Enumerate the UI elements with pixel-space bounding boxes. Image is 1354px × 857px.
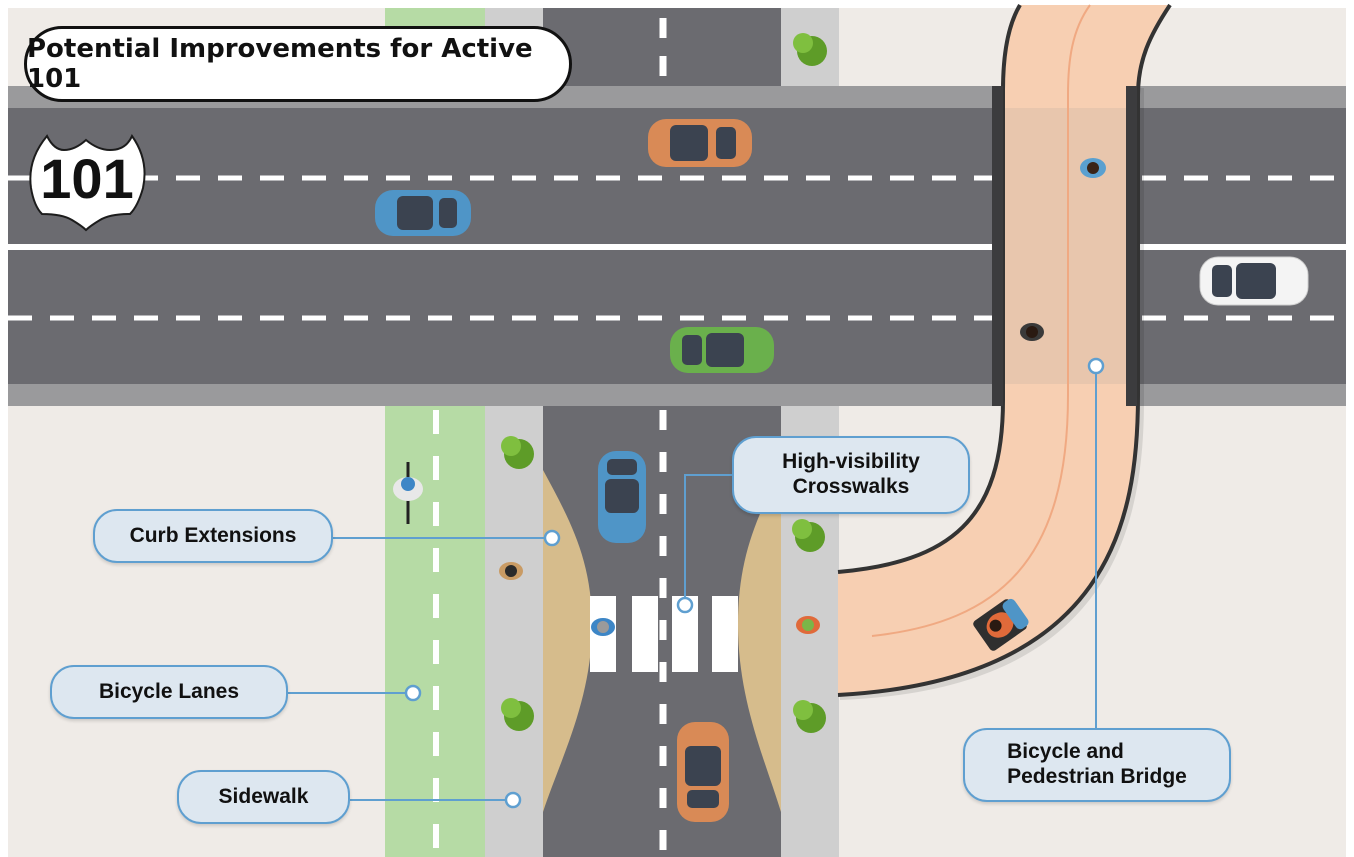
crosswalks-text-line1: High-visibility — [782, 450, 920, 474]
pedestrian-crossing — [591, 618, 615, 636]
car-blue-highway — [375, 190, 471, 236]
sidewalk-left — [485, 405, 543, 857]
highway-median-line — [8, 244, 1346, 250]
crosswalks-connector — [684, 474, 735, 605]
pedestrian-on-bridge — [1020, 323, 1044, 341]
pedestrian — [796, 616, 820, 634]
shrub — [792, 519, 825, 552]
bicycle-lanes-text: Bicycle Lanes — [98, 679, 240, 703]
sidewalk-text: Sidewalk — [218, 784, 309, 808]
shrub — [793, 33, 827, 66]
shield-number: 101 — [40, 147, 133, 210]
highway-shoulder-bottom — [8, 384, 1346, 406]
shrubs — [501, 33, 827, 733]
sidewalk-marker — [504, 791, 522, 809]
vehicles — [375, 119, 1309, 822]
bicycle-lanes-label: Bicycle Lanes — [50, 665, 288, 719]
us-101-shield: 101 — [29, 133, 146, 232]
car-orange-highway — [648, 119, 752, 167]
bridge-edge-left — [837, 3, 1022, 574]
curb-extension-left — [543, 470, 592, 812]
bridge-railing-right — [1126, 86, 1137, 406]
curb-extensions-text: Curb Extensions — [129, 523, 297, 547]
curb-extensions-marker — [543, 529, 561, 547]
crosswalks-text-line2: Crosswalks — [792, 475, 910, 498]
curb-extensions-label: Curb Extensions — [93, 509, 333, 563]
bridge-marker — [1087, 357, 1105, 375]
page-title: Potential Improvements for Active 101 — [24, 26, 572, 102]
crosswalks-label: High-visibility Crosswalks — [732, 436, 970, 514]
crosswalk-stripe — [632, 596, 658, 672]
callout-connectors — [288, 357, 1105, 809]
cyclist — [393, 462, 423, 524]
curb-extension-right — [738, 470, 781, 812]
bridge-railing-left — [992, 86, 1003, 406]
sidewalk-label: Sidewalk — [177, 770, 350, 824]
shrub — [501, 436, 534, 469]
wheelchair-user-on-bridge — [973, 598, 1029, 651]
crosswalk-stripe — [712, 596, 738, 672]
shrub — [501, 698, 534, 731]
bridge-text-line1: Bicycle and — [1007, 740, 1124, 764]
bicycle-lanes-marker — [404, 684, 422, 702]
shrub — [793, 700, 826, 733]
bridge-span-over-highway — [1003, 108, 1138, 384]
pedestrian — [499, 562, 523, 580]
car-green-highway — [670, 327, 774, 373]
crosswalks-marker — [676, 596, 694, 614]
bridge-edge-right — [837, 3, 1172, 697]
bridge-label: Bicycle and Pedestrian Bridge — [963, 728, 1231, 802]
people — [393, 158, 1106, 651]
car-blue-street — [598, 451, 646, 543]
bridge-center-line — [871, 4, 1091, 637]
pedestrian-on-bridge — [1080, 158, 1106, 178]
bridge-text-line2: Pedestrian Bridge — [1007, 765, 1187, 788]
car-white-highway — [1199, 256, 1309, 306]
car-orange-street — [677, 722, 729, 822]
